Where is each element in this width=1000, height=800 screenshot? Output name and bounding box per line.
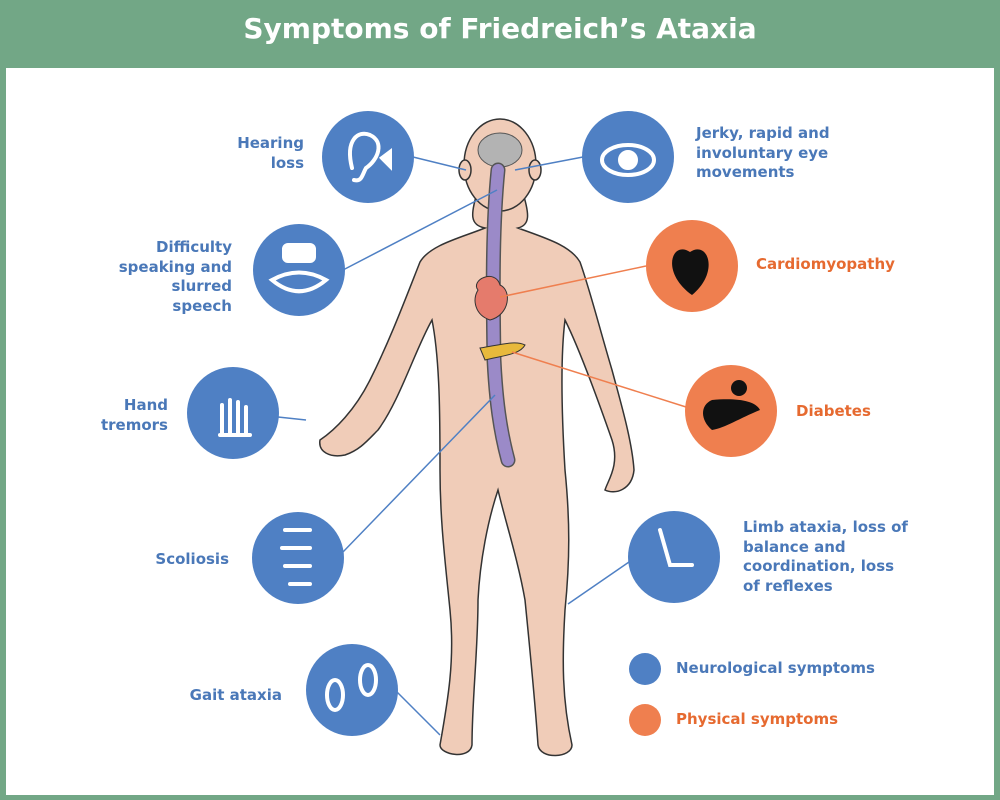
pancreas bbox=[479, 342, 526, 361]
hearing-loss-icon bbox=[322, 111, 414, 203]
cardiomyopathy-label: Cardiomyopathy bbox=[756, 255, 895, 273]
legend-physical-label: Physical symptoms bbox=[676, 710, 839, 728]
gait-ataxia-icon bbox=[306, 644, 398, 736]
legend-neurological-swatch bbox=[629, 653, 661, 685]
diabetes-label: Diabetes bbox=[796, 402, 871, 420]
eye-movement-label: Jerky, rapid and involuntary eye movemen… bbox=[696, 124, 830, 181]
speech-label: Difficulty speaking and slurred speech bbox=[118, 238, 232, 315]
speech-icon bbox=[253, 224, 345, 316]
connector-lines bbox=[277, 156, 630, 736]
limb-ataxia-label: Limb ataxia, loss of balance and coordin… bbox=[743, 518, 908, 595]
page-title: Symptoms of Friedreich’s Ataxia bbox=[243, 12, 757, 45]
hand-tremor-icon bbox=[187, 367, 279, 459]
legend-physical-swatch bbox=[629, 704, 661, 736]
brain bbox=[477, 132, 523, 168]
heart bbox=[474, 275, 508, 321]
legend-neurological-label: Neurological symptoms bbox=[676, 659, 875, 677]
scoliosis-label: Scoliosis bbox=[155, 550, 229, 568]
hand-tremor-label: Hand tremors bbox=[100, 396, 168, 434]
scoliosis-icon bbox=[252, 512, 344, 604]
limb-ataxia-icon bbox=[628, 511, 720, 603]
gait-ataxia-label: Gait ataxia bbox=[189, 686, 282, 704]
hearing-loss-label: Hearing loss bbox=[237, 134, 304, 172]
